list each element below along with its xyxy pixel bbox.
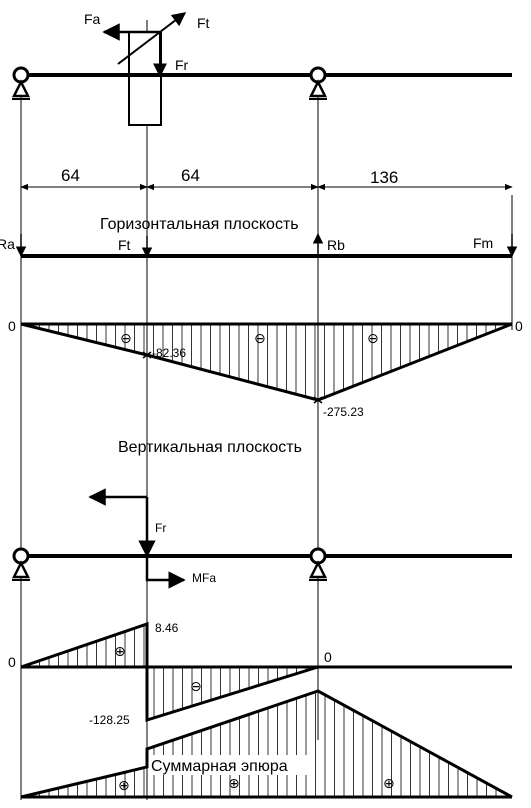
v-sign-neg: ⊖: [190, 678, 202, 694]
marker-h-2: [313, 396, 323, 404]
v-sign-pos: ⊕: [114, 643, 126, 659]
t-sign-1: ⊕: [118, 777, 130, 793]
t-sign-2: ⊕: [228, 775, 240, 791]
dim-label-3: 136: [370, 168, 398, 187]
dim-label-2: 64: [181, 166, 200, 185]
ft-h-label: Ft: [118, 237, 131, 253]
vertical-moment-diagram: 0 0 8.46 -128.25 ⊕ ⊖: [8, 621, 512, 727]
total-hatching: [29, 691, 497, 797]
h-sign-3: ⊖: [367, 330, 379, 346]
total-moment-diagram: Суммарная эпюра ⊕ ⊕ ⊕: [20, 689, 513, 799]
support-b-vertical: [308, 547, 328, 581]
v-zero-left: 0: [8, 654, 16, 670]
total-title: Суммарная эпюра: [151, 758, 288, 775]
h-zero-right: 0: [515, 318, 523, 334]
horizontal-hatching: [29, 324, 506, 400]
h-sign-1: ⊖: [120, 330, 132, 346]
rb-label: Rb: [327, 237, 345, 253]
horizontal-moment-diagram: 0 0 -82.36 -275.23 ⊖ ⊖ ⊖: [8, 318, 523, 419]
mfa-label: MFa: [192, 571, 216, 585]
shaft-sketch: Fa Ft Fr: [11, 11, 512, 126]
v-zero-mid: 0: [324, 649, 332, 665]
ft-arrow: [117, 12, 187, 65]
h-sign-2: ⊖: [254, 330, 266, 346]
support-a: [11, 66, 31, 100]
total-moment-curve: [20, 689, 513, 799]
vertical-hatching: [29, 625, 307, 718]
horizontal-moment-curve: [20, 322, 513, 402]
total-title-backdrop: [149, 755, 313, 775]
horizontal-title: Горизонтальная плоскость: [100, 216, 299, 233]
support-a-vertical: [11, 547, 31, 581]
support-b: [308, 66, 328, 100]
fr-v-label: Fr: [155, 521, 166, 535]
ft-label: Ft: [197, 15, 210, 31]
vertical-title: Вертикальная плоскость: [118, 439, 302, 456]
gear-body: [128, 31, 162, 126]
point-markers: [142, 351, 323, 404]
marker-h-1: [142, 351, 152, 359]
vertical-load-scheme: Вертикальная плоскость Fr MFa: [11, 439, 512, 589]
vertical-moment-curve: [20, 621, 319, 723]
dim-label-1: 64: [61, 166, 80, 185]
h-value-2: -275.23: [323, 405, 364, 419]
t-sign-3: ⊕: [383, 775, 395, 791]
fa-label: Fa: [84, 11, 101, 27]
fr-label: Fr: [175, 57, 189, 73]
h-zero-left: 0: [8, 318, 16, 334]
dimension-lines: 64 64 136: [20, 166, 513, 191]
v-value-pos: 8.46: [155, 621, 179, 635]
h-value-1: -82.36: [152, 346, 186, 360]
mfa-arrow: [145, 556, 186, 589]
v-value-neg: -128.25: [89, 713, 130, 727]
fm-label: Fm: [473, 235, 493, 251]
ra-label: Ra: [0, 236, 15, 252]
horizontal-load-scheme: Горизонтальная плоскость Ra Ft Rb Fm: [0, 216, 518, 259]
